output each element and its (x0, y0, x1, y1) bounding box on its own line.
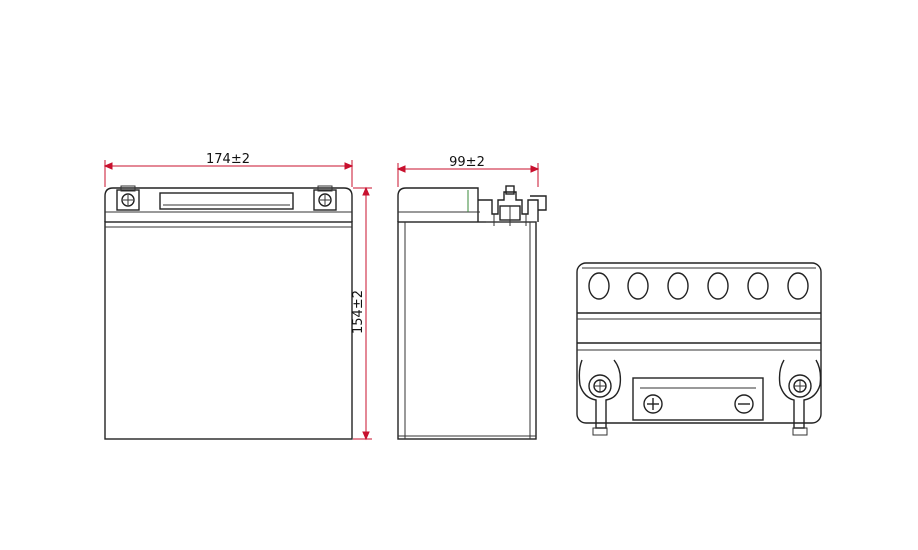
side-view: 99±2 (396, 155, 547, 440)
top-terminal-right (778, 359, 822, 436)
side-lid (397, 187, 479, 222)
vent-caps (588, 272, 809, 300)
side-width-dimension: 99±2 (396, 155, 540, 187)
front-height-dimension: 154±2 (351, 186, 372, 441)
front-width-label: 174±2 (206, 152, 250, 167)
front-lid-recess (159, 192, 294, 210)
vent-cap-5 (747, 272, 769, 300)
front-terminal-right (313, 185, 337, 211)
top-view (576, 262, 822, 436)
side-terminal (478, 185, 547, 226)
front-view: 174±2 154±2 (103, 152, 372, 441)
front-lid (104, 187, 353, 222)
vent-cap-6 (787, 272, 809, 300)
front-body (104, 221, 353, 440)
height-label: 154±2 (351, 290, 366, 334)
vent-cap-2 (627, 272, 649, 300)
front-terminal-left (116, 185, 140, 211)
positive-symbol (643, 394, 663, 414)
negative-symbol (734, 394, 754, 414)
vent-cap-1 (588, 272, 610, 300)
side-body (397, 221, 537, 440)
top-label-plate (632, 377, 764, 421)
top-terminal-left (578, 359, 622, 436)
side-width-label: 99±2 (449, 155, 485, 170)
vent-cap-4 (707, 272, 729, 300)
front-width-dimension: 174±2 (103, 152, 354, 187)
vent-cap-3 (667, 272, 689, 300)
